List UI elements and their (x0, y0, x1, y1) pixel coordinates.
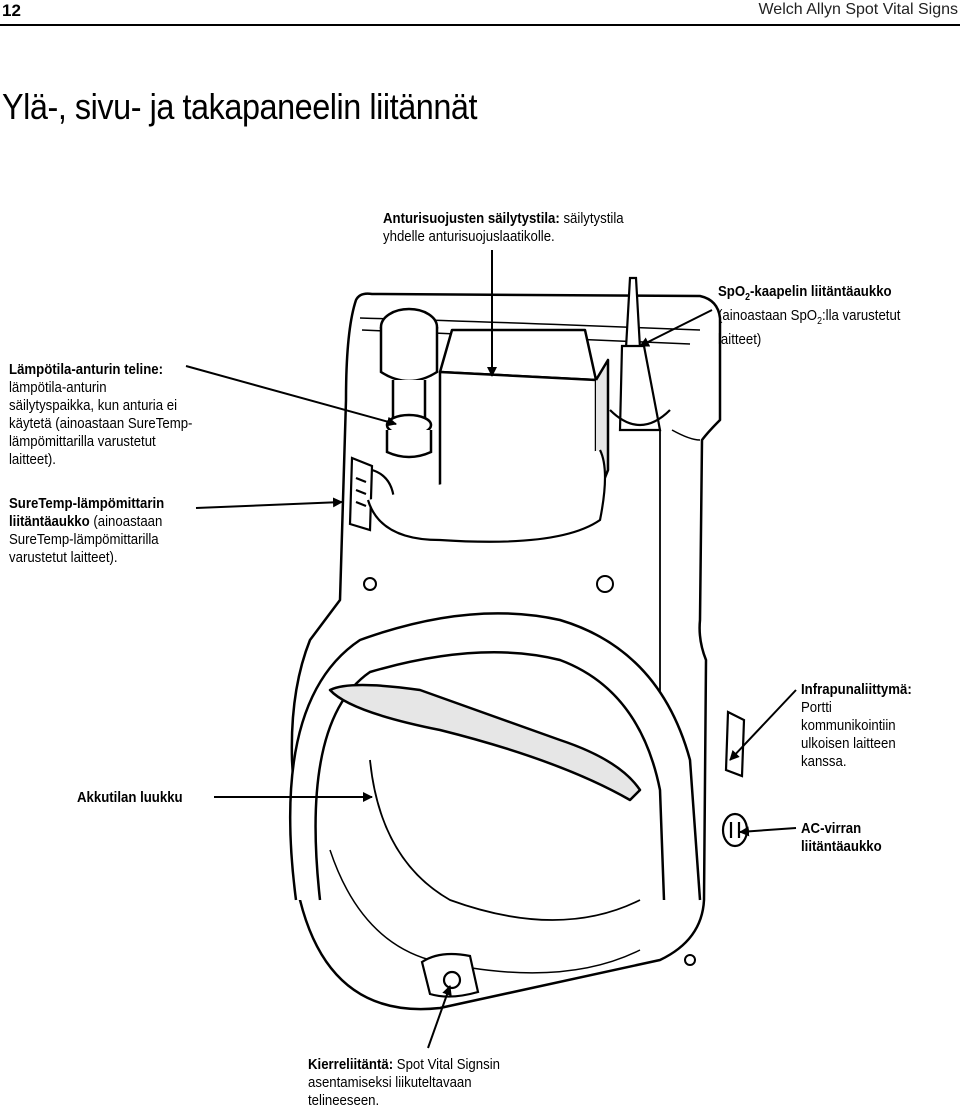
suretemp-text-2: (ainoastaan (93, 513, 163, 530)
ac-power-callout: AC-virran liitäntäaukko (801, 820, 893, 856)
spo2-text-2b: :lla varustetut (821, 307, 901, 324)
spo2-label-sub: 2 (745, 292, 751, 303)
threaded-mount-text-1: Spot Vital Signsin (396, 1056, 501, 1073)
battery-door-label: Akkutilan luukku (77, 789, 183, 806)
temp-holder-line-1: lämpötila-anturin (9, 379, 107, 396)
infrared-callout: Infrapunaliittymä: Portti kommunikointii… (801, 681, 927, 771)
temp-holder-label: Lämpötila-anturin teline: (9, 361, 164, 378)
page-number: 12 (2, 1, 21, 20)
document-title: Welch Allyn Spot Vital Signs (758, 1, 958, 18)
probe-cover-storage-callout: Anturisuojusten säilytystila: säilytysti… (383, 210, 656, 246)
threaded-mount-label: Kierreliitäntä: (308, 1056, 394, 1073)
infrared-line-3: ulkoisen laitteen (801, 735, 896, 752)
infrared-line-1: Portti (801, 699, 832, 716)
leader-lines (185, 250, 797, 1049)
spo2-callout: SpO2-kaapelin liitäntäaukko (ainoastaan … (718, 283, 925, 349)
infrared-line-2: kommunikointiin (801, 717, 896, 734)
spo2-connector (609, 276, 671, 432)
ac-power-label-1: AC-virran (801, 820, 862, 837)
suretemp-text-4: varustetut laitteet). (9, 549, 118, 566)
section-title: Ylä-, sivu- ja takapaneelin liitännät (2, 86, 478, 127)
threaded-mount-text-3: telineeseen. (308, 1092, 380, 1109)
probe-cover-storage-text-1: säilytystila (563, 210, 624, 227)
battery-door (288, 612, 702, 974)
suretemp-connector (348, 456, 396, 532)
temp-holder-line-4: lämpömittarilla varustetut (9, 433, 156, 450)
probe-cover-storage-label: Anturisuojusten säilytystila: (383, 210, 560, 227)
spo2-text-3: laitteet) (718, 331, 762, 348)
header-rule (0, 24, 960, 26)
temp-holder-line-5: laitteet). (9, 451, 56, 468)
temp-holder-callout: Lämpötila-anturin teline: lämpötila-antu… (9, 361, 217, 469)
threaded-mount (420, 952, 480, 998)
suretemp-callout: SureTemp-lämpömittarin liitäntäaukko (ai… (9, 495, 185, 567)
temp-holder-line-2: säilytyspaikka, kun anturia ei (9, 397, 178, 414)
suretemp-text-3: SureTemp-lämpömittarilla (9, 531, 159, 548)
ac-inlet (721, 812, 749, 848)
threaded-mount-callout: Kierreliitäntä: Spot Vital Signsin asent… (308, 1056, 526, 1110)
threaded-mount-text-2: asentamiseksi liikuteltavaan (308, 1074, 472, 1091)
infrared-port (724, 710, 746, 778)
temp-holder-line-3: käytetä (ainoastaan SureTemp- (9, 415, 193, 432)
spo2-text-2a: (ainoastaan SpO (718, 307, 818, 324)
spo2-label-b: -kaapelin liitäntäaukko (750, 283, 892, 300)
spo2-text-2-sub: 2 (817, 316, 822, 327)
infrared-label: Infrapunaliittymä: (801, 681, 912, 698)
suretemp-label-2: liitäntäaukko (9, 513, 90, 530)
probe-cover-storage-text-2: yhdelle anturisuojuslaatikolle. (383, 228, 555, 245)
page-header: 12 Welch Allyn Spot Vital Signs (0, 0, 960, 24)
suretemp-label-1: SureTemp-lämpömittarin (9, 495, 165, 512)
ac-power-label-2: liitäntäaukko (801, 838, 882, 855)
battery-door-callout: Akkutilan luukku (77, 789, 197, 807)
spo2-label-a: SpO (718, 283, 746, 300)
infrared-line-4: kanssa. (801, 753, 847, 770)
